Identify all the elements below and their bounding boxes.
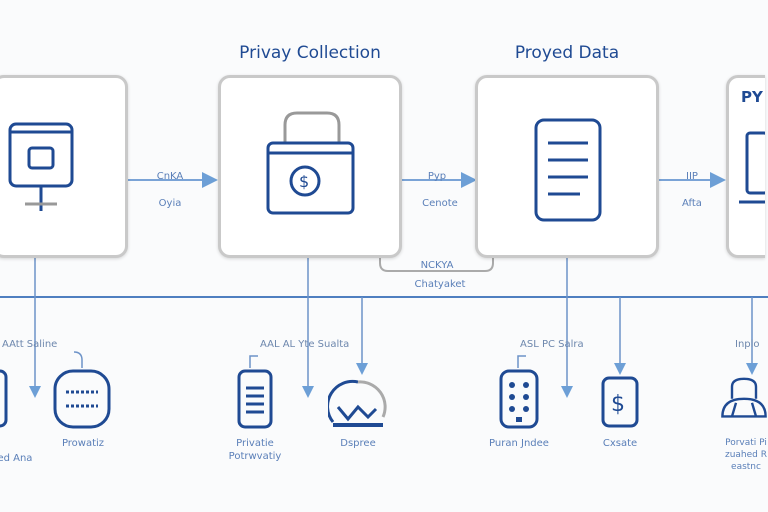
branch-label-3: ASL PC Salra: [520, 339, 584, 350]
collection-title: Privay Collection: [239, 43, 381, 63]
node-label-6: Cxsate: [602, 438, 638, 449]
phone-list-icon: [237, 369, 273, 429]
arrow-2-top: Pyp: [427, 171, 447, 182]
collection-box: $: [218, 75, 402, 258]
branch-label-4: Inplo: [735, 339, 760, 350]
partial-icon: [0, 369, 8, 428]
arrow-1-bottom: Oyia: [158, 198, 182, 209]
branch-label-1: AAtt Saline: [2, 339, 58, 350]
phone-grid-icon: [499, 369, 539, 429]
dome-icon: [721, 377, 767, 418]
output-box: PY: [726, 75, 765, 258]
node-label-4: Dspree: [340, 438, 376, 449]
data-box: [475, 75, 659, 258]
branch-label-2: AAL AL Yte Sualta: [260, 339, 350, 350]
svg-text:$: $: [299, 172, 309, 191]
arrow-2-bottom: Cenote: [422, 198, 458, 209]
lock-wallet-icon: $: [266, 111, 355, 215]
chart-icon: [328, 379, 387, 427]
arrow-3-top: IIP: [686, 171, 698, 182]
node-label-1: Pawed Ana: [0, 453, 33, 464]
document-icon: [534, 118, 602, 222]
arrow-1-top: CnKA: [156, 171, 184, 182]
node-label-7: Porvati Pizuahed Reastnc: [724, 438, 767, 472]
output-title: PY: [741, 88, 763, 106]
device-icon: [8, 122, 74, 211]
source-box: [0, 75, 128, 258]
bracket-bottom: Chatyaket: [414, 279, 466, 290]
node-label-5: Puran Jndee: [489, 438, 549, 449]
dollar-icon: $: [601, 376, 639, 428]
laptop-icon: [739, 131, 765, 204]
bracket-top: NCKYA: [420, 260, 454, 271]
node-label-2: Prowatiz: [61, 438, 105, 449]
arrow-3-bottom: Afta: [682, 198, 702, 209]
node-label-3: Privatie Potrwvatiy: [228, 438, 282, 462]
data-title: Proyed Data: [514, 43, 620, 63]
server-icon: [53, 369, 111, 429]
svg-text:$: $: [611, 392, 625, 417]
